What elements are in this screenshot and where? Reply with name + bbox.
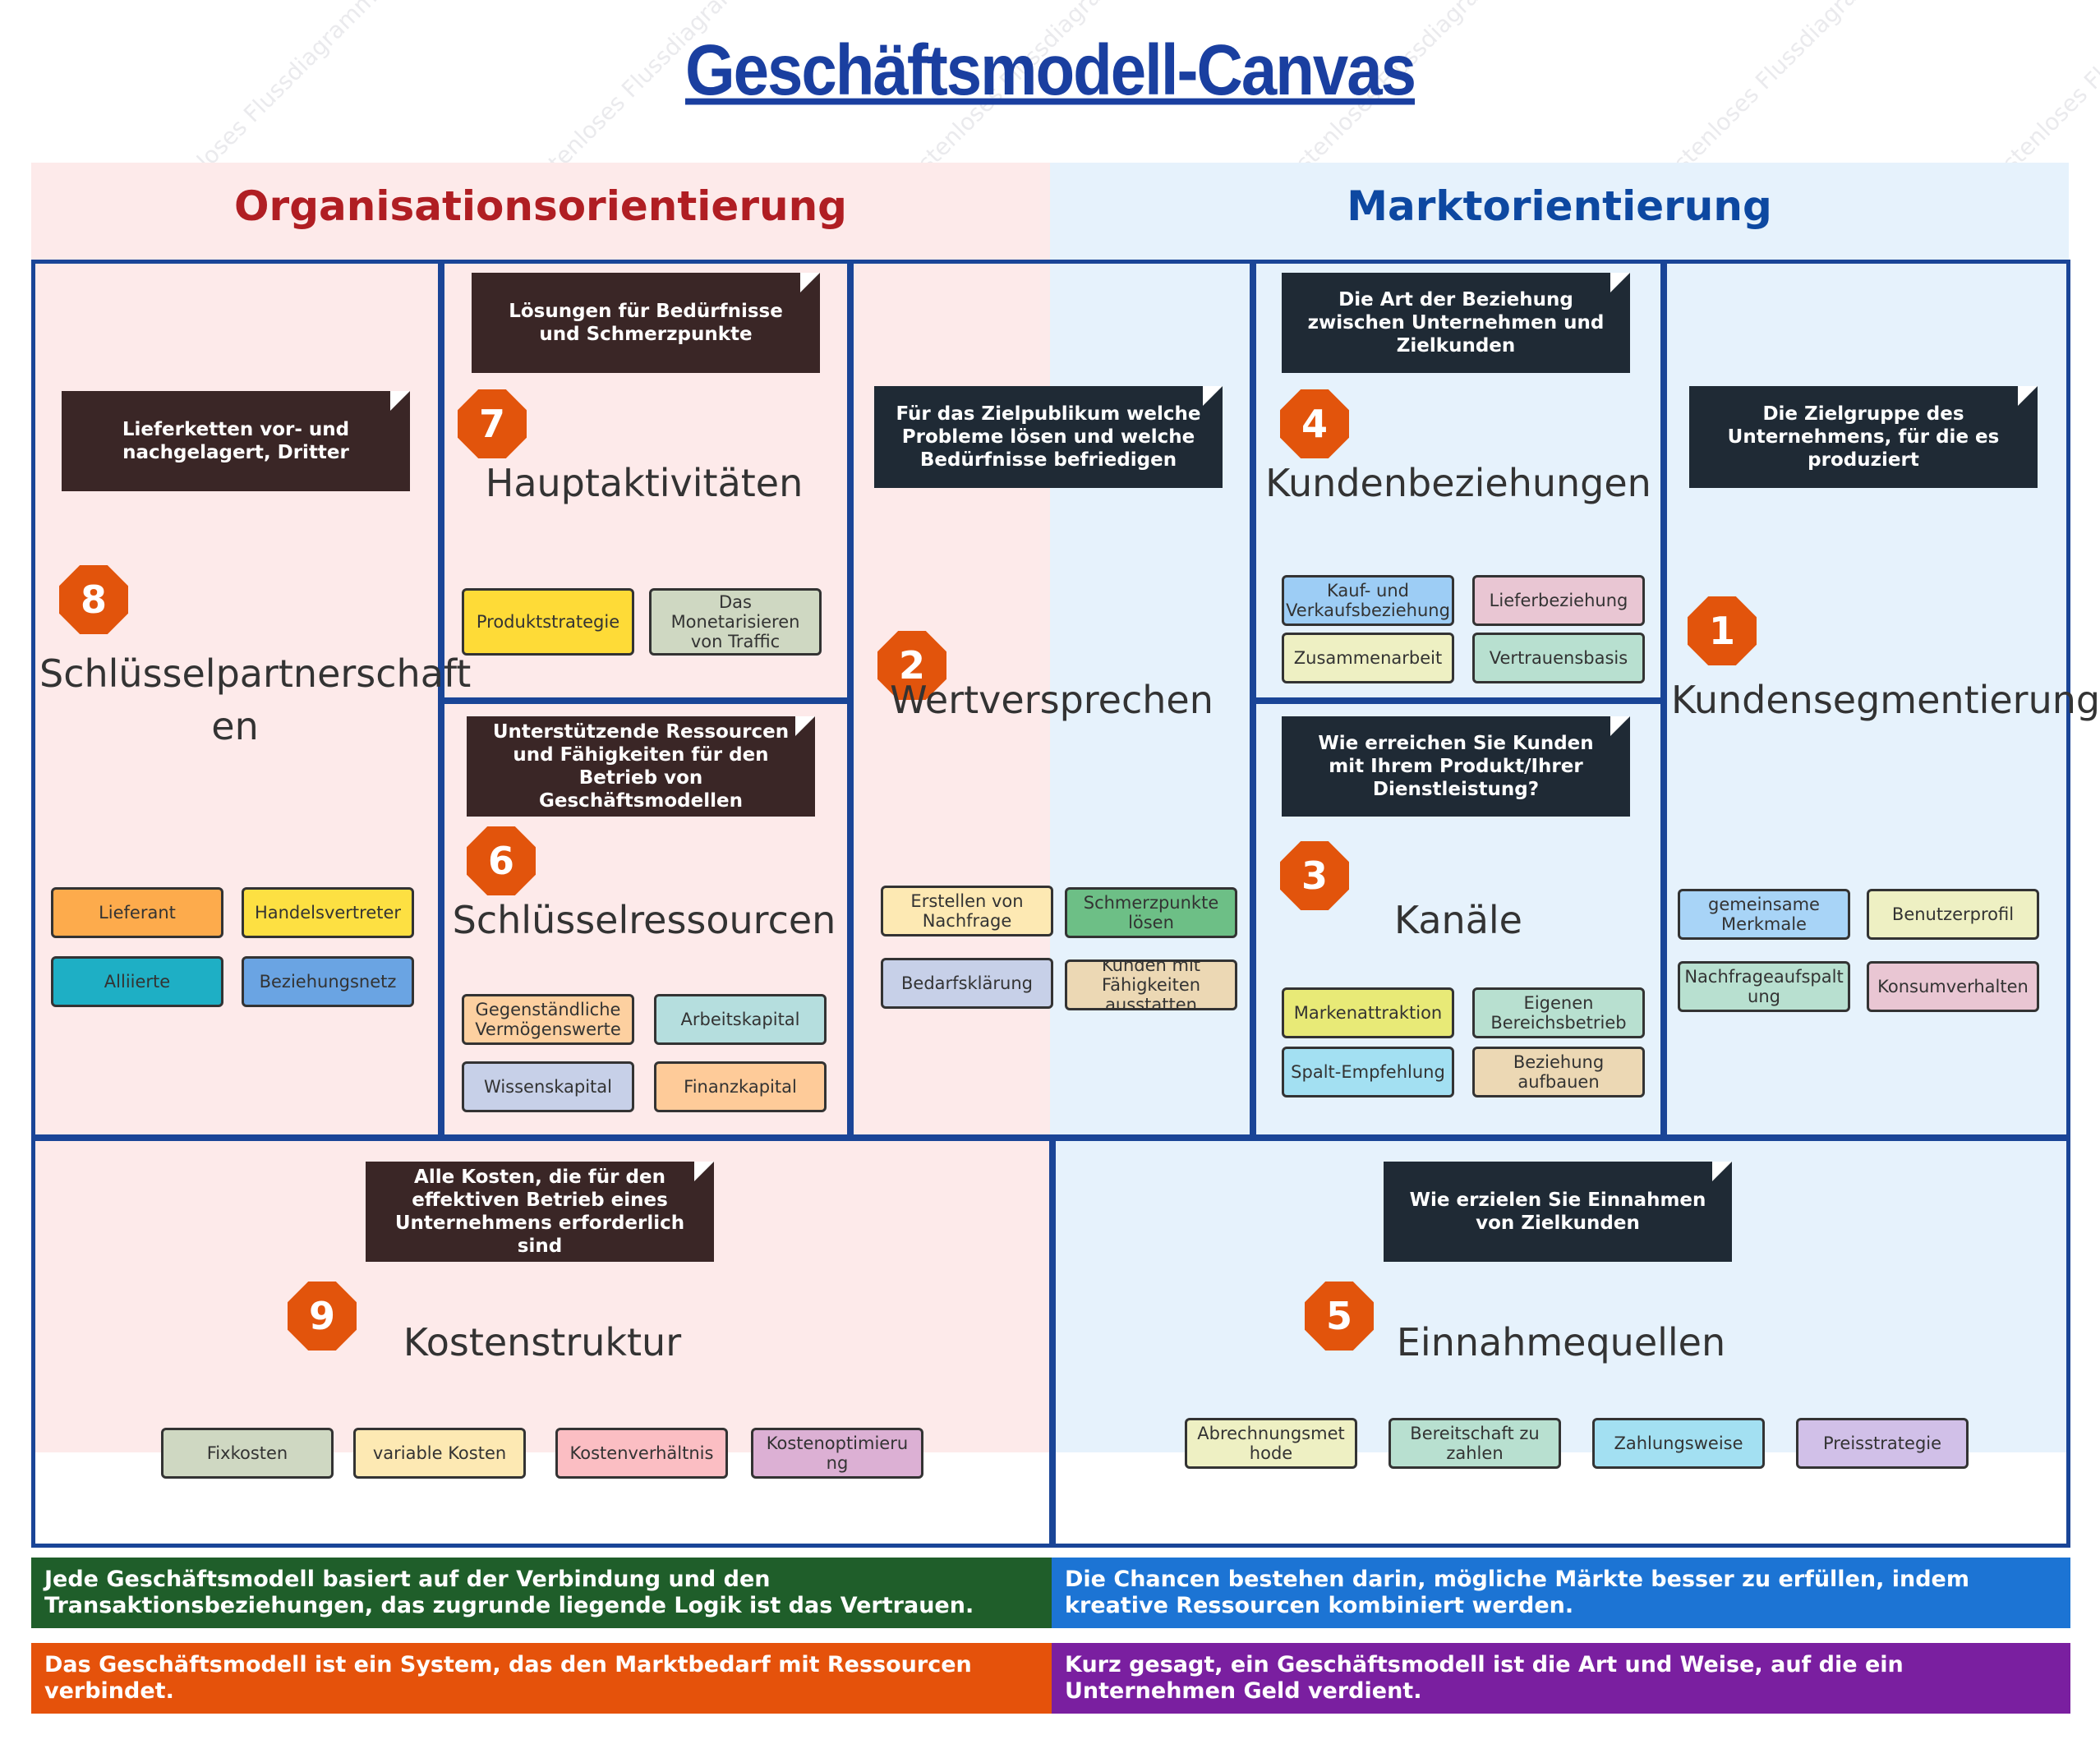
resources-title: Schlüsselressourcen: [452, 898, 836, 942]
chip-costs-3: Kostenverhältnis: [555, 1428, 728, 1479]
chip-resources-4: Finanzkapital: [654, 1061, 827, 1112]
block-customer-segments: [1663, 260, 2070, 1139]
chip-partners-1: Lieferant: [51, 887, 223, 938]
chip-revenue-3: Zahlungsweise: [1592, 1418, 1765, 1469]
channels-number-badge: 3: [1280, 841, 1349, 910]
value-title: Wertversprechen: [890, 678, 1213, 722]
chip-activities-2: Das Monetarisieren von Traffic: [649, 588, 822, 656]
costs-note: Alle Kosten, die für den effektiven Betr…: [366, 1162, 714, 1262]
activities-title: Hauptaktivitäten: [485, 461, 804, 505]
revenue-note: Wie erzielen Sie Einnahmen von Zielkunde…: [1384, 1162, 1732, 1262]
block-channels: [1252, 700, 1665, 1139]
chip-relations-1: Kauf- und Verkaufsbeziehung: [1282, 575, 1454, 626]
chip-resources-3: Wissenskapital: [462, 1061, 634, 1112]
relations-title: Kundenbeziehungen: [1265, 461, 1651, 505]
channels-title: Kanäle: [1394, 898, 1522, 942]
chip-resources-1: Gegenständliche Vermögenswerte: [462, 994, 634, 1045]
partners-note: Lieferketten vor- und nachgelagert, Drit…: [62, 391, 410, 491]
resources-note: Unterstützende Ressourcen und Fähigkeite…: [467, 716, 815, 817]
chip-channels-2: Eigenen Bereichsbetrieb: [1472, 987, 1645, 1038]
chip-value-3: Bedarfsklärung: [881, 958, 1053, 1009]
partners-number-badge: 8: [59, 565, 128, 634]
value-number-badge: 2: [877, 631, 946, 700]
revenue-number-badge: 5: [1305, 1282, 1374, 1351]
chip-partners-3: Alliierte: [51, 956, 223, 1007]
block-customer-relationships: [1252, 260, 1665, 702]
chip-channels-3: Spalt-Empfehlung: [1282, 1047, 1454, 1097]
organization-heading: Organisationsorientierung: [234, 182, 847, 230]
segments-title: Kundensegmentierung: [1671, 678, 2100, 722]
costs-title: Kostenstruktur: [403, 1320, 682, 1364]
chip-channels-1: Markenattraktion: [1282, 987, 1454, 1038]
market-heading: Marktorientierung: [1347, 182, 1772, 230]
relations-number-badge: 4: [1280, 389, 1349, 458]
chip-value-2: Schmerzpunkte lösen: [1065, 887, 1237, 938]
block-key-resources: [440, 700, 851, 1139]
chip-activities-1: Produktstrategie: [462, 588, 634, 656]
block-key-partners: [31, 260, 442, 1139]
page-title: Geschäftsmodell-Canvas: [684, 29, 1416, 111]
chip-revenue-1: Abrechnungsmet hode: [1185, 1418, 1357, 1469]
chip-costs-1: Fixkosten: [161, 1428, 334, 1479]
chip-costs-4: Kostenoptimieru ng: [751, 1428, 923, 1479]
chip-costs-2: variable Kosten: [353, 1428, 526, 1479]
block-key-activities: [440, 260, 851, 702]
activities-number-badge: 7: [458, 389, 527, 458]
block-value-proposition: [850, 260, 1254, 1139]
resources-number-badge: 6: [467, 826, 536, 895]
chip-channels-4: Beziehung aufbauen: [1472, 1047, 1645, 1097]
chip-segments-2: Benutzerprofil: [1867, 889, 2039, 940]
chip-segments-4: Konsumverhalten: [1867, 961, 2039, 1012]
chip-partners-4: Beziehungsnetz: [242, 956, 414, 1007]
banner-system: Das Geschäftsmodell ist ein System, das …: [31, 1643, 1052, 1714]
costs-number-badge: 9: [288, 1282, 357, 1351]
chip-resources-2: Arbeitskapital: [654, 994, 827, 1045]
partners-title: Schlüsselpartnerschaft en: [39, 651, 472, 748]
chip-relations-3: Zusammenarbeit: [1282, 633, 1454, 683]
chip-relations-2: Lieferbeziehung: [1472, 575, 1645, 626]
chip-segments-1: gemeinsame Merkmale: [1678, 889, 1850, 940]
relations-note: Die Art der Beziehung zwischen Unternehm…: [1282, 273, 1630, 373]
chip-relations-4: Vertrauensbasis: [1472, 633, 1645, 683]
channels-note: Wie erreichen Sie Kunden mit Ihrem Produ…: [1282, 716, 1630, 817]
chip-segments-3: Nachfrageaufspalt ung: [1678, 961, 1850, 1012]
chip-partners-2: Handelsvertreter: [242, 887, 414, 938]
segments-note: Die Zielgruppe des Unternehmens, für die…: [1689, 386, 2038, 488]
chip-revenue-2: Bereitschaft zu zahlen: [1388, 1418, 1561, 1469]
revenue-title: Einnahmequellen: [1396, 1320, 1726, 1364]
banner-opportunity: Die Chancen bestehen darin, mögliche Mär…: [1052, 1558, 2070, 1628]
chip-revenue-4: Preisstrategie: [1796, 1418, 1969, 1469]
chip-value-1: Erstellen von Nachfrage: [881, 886, 1053, 936]
chip-value-4: Kunden mit Fähigkeiten ausstatten: [1065, 959, 1237, 1010]
block-cost-structure: [31, 1137, 1053, 1548]
block-revenue-streams: [1052, 1137, 2070, 1548]
value-note: Für das Zielpublikum welche Probleme lös…: [874, 386, 1223, 488]
banner-summary: Kurz gesagt, ein Geschäftsmodell ist die…: [1052, 1643, 2070, 1714]
banner-trust: Jede Geschäftsmodell basiert auf der Ver…: [31, 1558, 1052, 1628]
segments-number-badge: 1: [1688, 596, 1757, 665]
activities-note: Lösungen für Bedürfnisse und Schmerzpunk…: [472, 273, 820, 373]
